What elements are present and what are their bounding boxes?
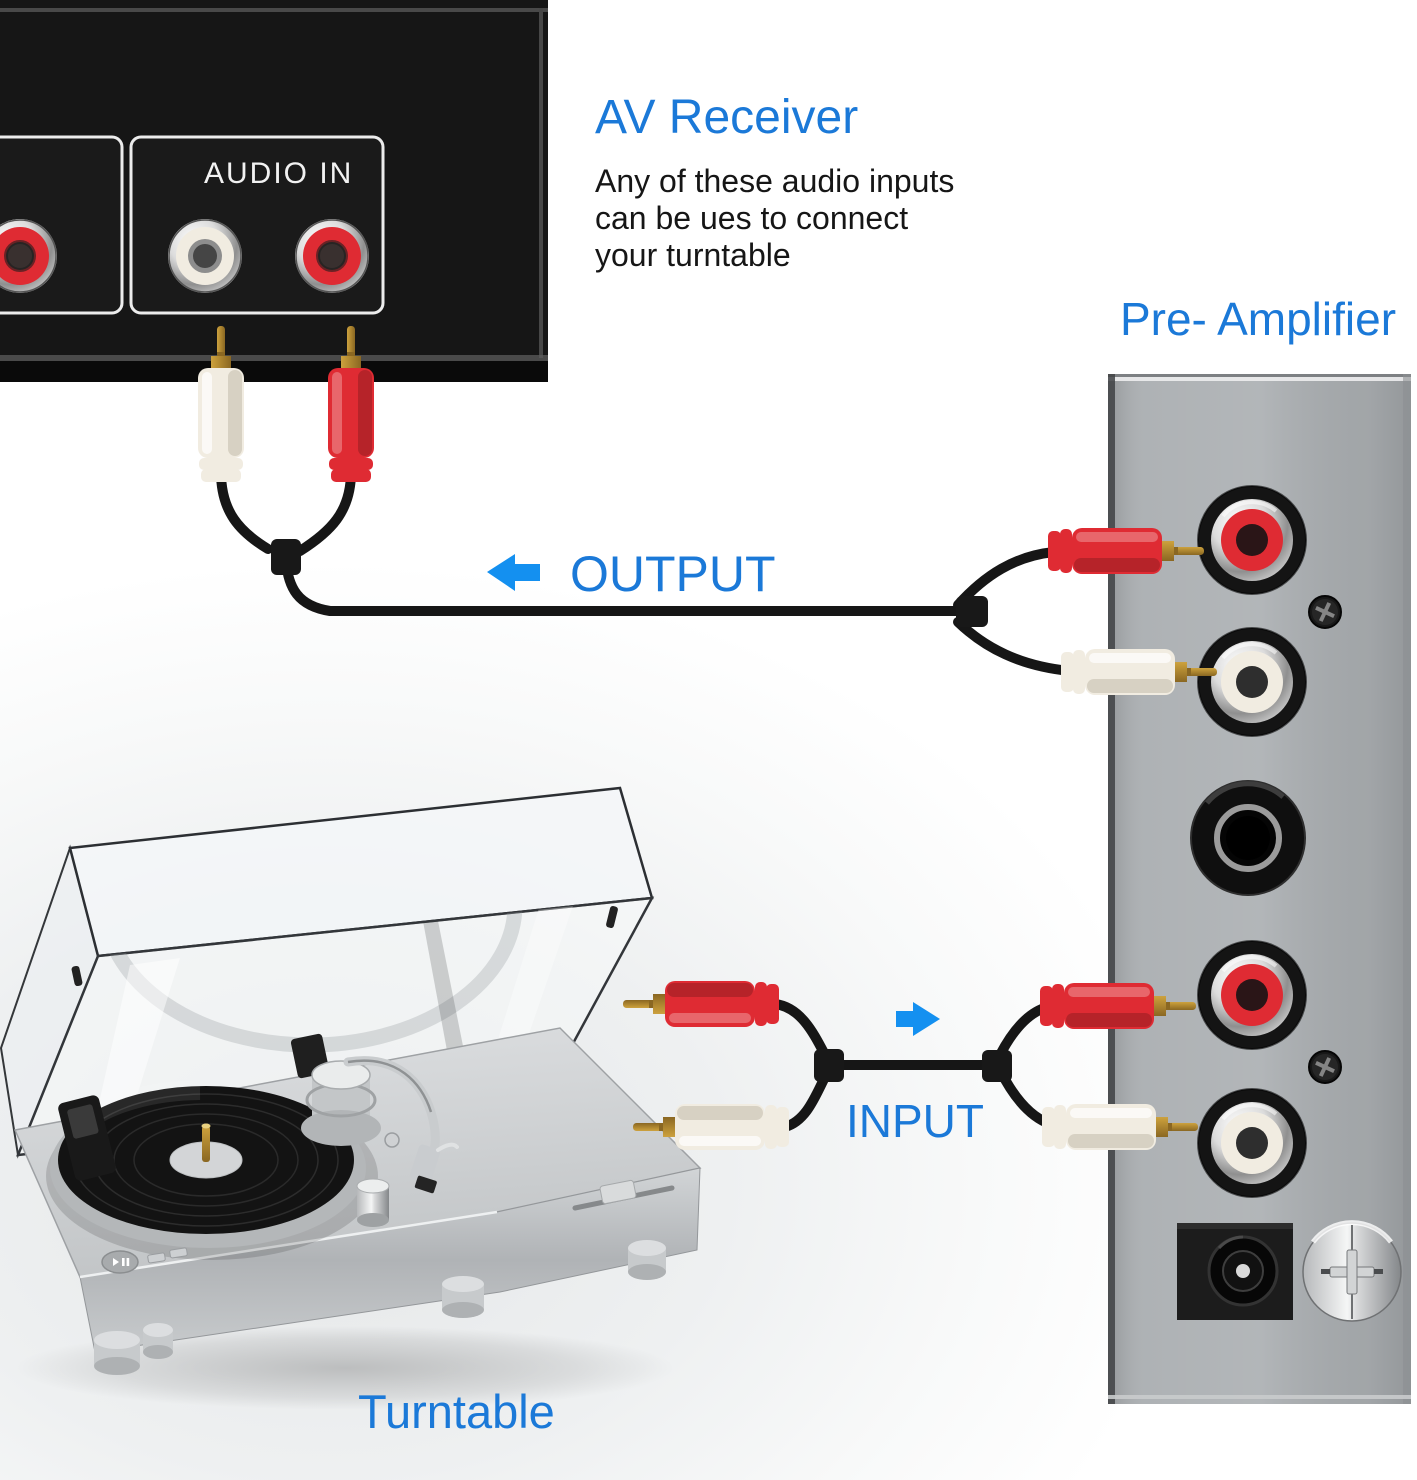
input-direction-right-arrow-icon [896,1002,940,1036]
turntable-label: Turntable [358,1385,555,1438]
av-receiver-panel [0,0,548,382]
output-cable [198,326,1217,695]
turntable-body [13,1027,702,1375]
turntable-shadow [15,1326,675,1410]
cable-clip [814,1049,844,1082]
function-buttons [147,1247,188,1264]
cartridge [414,1175,437,1194]
metal-knob [1302,1220,1402,1322]
preamp-rca-jack-red-top [1196,484,1308,596]
panel-screw-bottom [1307,1049,1343,1085]
av-receiver-description: Any of these audio inputs can be ues to … [595,163,955,273]
pre-amplifier-title: Pre- Amplifier [1119,293,1397,345]
receiver-rca-jack-red [293,217,371,295]
pre-amplifier-panel [1108,374,1411,1404]
output-label: OUTPUT [570,546,776,602]
preamp-rca-jack-white-bottom [1196,1087,1308,1199]
quarter-inch-jack [1191,781,1305,895]
cover-hinge-right [606,905,618,929]
output-direction-left-arrow-icon [487,554,540,591]
turntable-feet [94,1240,666,1375]
play-pause-button [101,1250,139,1274]
spindle [202,1126,210,1162]
input-plug-red-from-turntable [623,981,779,1027]
preamp-rca-jack-red-bottom [1196,939,1308,1051]
cable-clip [982,1050,1012,1082]
preamp-rca-jack-white-top [1196,626,1308,738]
tonearm-assembly [290,1033,459,1194]
input-cable [623,981,1198,1150]
cover-hinge-left [71,965,83,987]
cable-clip [271,539,301,575]
pitch-slider [572,1179,675,1211]
receiver-rca-jack-white [167,218,243,294]
cover-latch [58,1095,116,1181]
dc-power-jack [1177,1223,1293,1320]
av-receiver-title: AV Receiver [595,91,859,144]
headshell [410,1144,440,1184]
turntable-illustration [0,786,702,1410]
panel-screw-top [1307,594,1343,630]
input-label: INPUT [846,1095,984,1147]
speed-knob [356,1178,390,1227]
audio-in-label: AUDIO IN [204,157,354,190]
cable-clip [956,596,988,627]
